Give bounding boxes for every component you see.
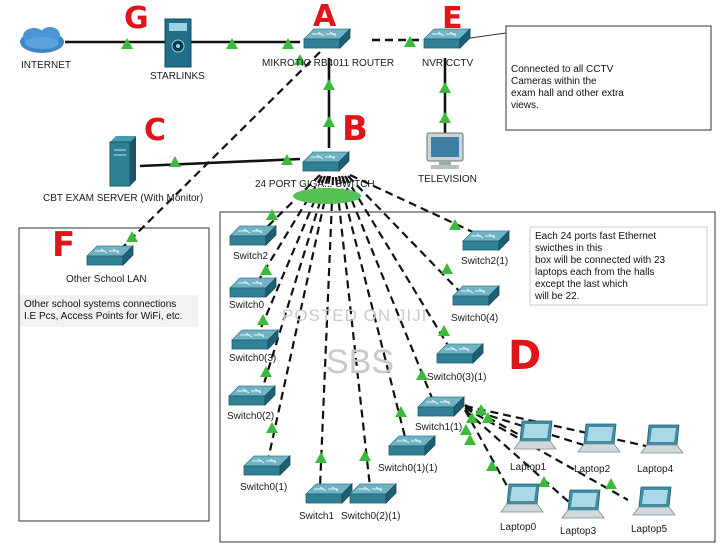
switch-icon	[229, 225, 277, 246]
marker-g: G	[124, 1, 149, 36]
router-label: MIKROTIC RB4011 ROUTER	[262, 58, 395, 69]
cctv-note-box	[505, 25, 712, 131]
starlink-device-icon	[164, 18, 192, 68]
watermark-line2: SBS	[326, 343, 395, 381]
switch-icon	[349, 483, 397, 504]
laptop-icon	[632, 486, 676, 516]
server-icon	[109, 136, 136, 187]
switch-label: Switch0(3)(1)	[427, 372, 487, 383]
other-note-box	[20, 295, 198, 327]
laptop-label: Laptop5	[631, 524, 668, 535]
cctv-note: Connected to all CCTV Cameras within the…	[511, 64, 624, 111]
switch-icon	[388, 435, 436, 456]
marker-c: C	[144, 113, 167, 148]
starlinks-label: STARLINKS	[150, 71, 205, 82]
marker-a: A	[313, 0, 337, 34]
switch-icon	[243, 455, 291, 476]
switch-label: Switch0(1)	[240, 482, 288, 493]
switch-label: Switch2(1)	[461, 256, 509, 267]
switch-label: Switch0(4)	[451, 313, 499, 324]
marker-f: F	[52, 225, 76, 265]
other-lan-label: Other School LAN	[66, 274, 147, 285]
marker-b: B	[342, 109, 368, 149]
switch-label: Switch2	[233, 251, 269, 262]
internet-label: INTERNET	[21, 60, 71, 71]
other-lan-box	[18, 227, 210, 522]
nvr-label: NVR CCTV	[422, 58, 474, 69]
laptop-label: Laptop4	[637, 464, 674, 475]
switch-label: Switch1(1)	[415, 422, 463, 433]
cloud-icon	[20, 27, 64, 53]
switch-icon	[229, 277, 277, 298]
switch-icon	[417, 396, 465, 417]
laptop-icon	[577, 423, 621, 453]
switch-icon	[462, 230, 510, 251]
switch-area-box	[219, 211, 716, 543]
marker-d: D	[508, 333, 542, 379]
core-switch-label: 24 PORT GIGA... SWITCH	[255, 179, 375, 190]
other-lan-switch-icon	[86, 245, 134, 266]
switch-label: Switch0(2)	[227, 411, 275, 422]
laptop-icon	[640, 424, 684, 454]
laptop-label: Laptop1	[510, 462, 547, 473]
switch-label: Switch0	[229, 300, 265, 311]
switch-label: Switch0(1)(1)	[378, 463, 438, 474]
other-note: Other school systems connections I.E Pcs…	[24, 299, 183, 322]
switch-icon	[305, 483, 353, 504]
switch-icon	[436, 343, 484, 364]
switch-icon	[452, 285, 500, 306]
switch-note-box	[529, 226, 708, 306]
laptop-icon	[500, 483, 544, 513]
switch-label: Switch0(2)(1)	[341, 511, 401, 522]
laptop-label: Laptop3	[560, 526, 597, 537]
switch-label: Switch0(3)	[229, 353, 277, 364]
switch-note: Each 24 ports fast Ethernet swicthes in …	[535, 231, 666, 302]
laptop-label: Laptop0	[500, 522, 537, 533]
laptop-icon	[561, 489, 605, 519]
cbt-server-label: CBT EXAM SERVER (With Monitor)	[43, 193, 204, 204]
laptop-label: Laptop2	[574, 464, 611, 475]
switch-icon	[228, 385, 276, 406]
television-icon	[426, 132, 464, 169]
core-switch-icon	[302, 151, 350, 172]
marker-e: E	[442, 1, 463, 36]
switch-icon	[231, 329, 279, 350]
television-label: TELEVISION	[418, 174, 477, 185]
watermark-line1: POSTED ON JIJI	[282, 306, 428, 325]
switch-label: Switch1	[299, 511, 335, 522]
